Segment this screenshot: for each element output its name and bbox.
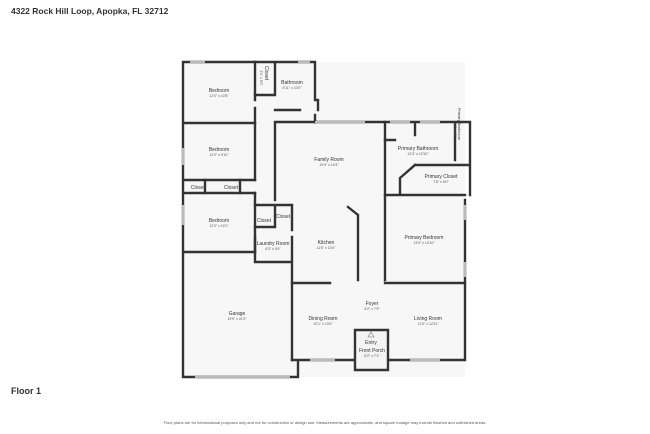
room-dims: 19'4" x 14'4" <box>319 163 339 167</box>
room-name: Closet <box>257 218 272 224</box>
room-labels: Bedroom 12'0" x 10'5" Closet 3'1" x 6'0"… <box>191 66 462 358</box>
room-dims: 19'9" x 21'2" <box>227 317 247 321</box>
room-name: Primary Bathroom <box>457 108 462 141</box>
room-name: Laundry Room <box>257 241 290 247</box>
entry-marker-icon <box>367 331 375 338</box>
room-dims: 12'0" x 10'5" <box>209 94 229 98</box>
room-name: Bedroom <box>209 88 229 94</box>
windows <box>182 61 466 378</box>
room-name: Closet <box>276 214 291 220</box>
room-name: Primary Bathroom <box>398 146 438 152</box>
page-title: 4322 Rock Hill Loop, Apopka, FL 32712 <box>11 6 169 16</box>
room-name: Kitchen <box>318 240 335 246</box>
room-dims: 6'2" x 7'1" <box>364 354 380 358</box>
room-name: Family Room <box>314 157 343 163</box>
room-name: Entry <box>365 340 377 346</box>
room-name: Closet <box>263 66 269 81</box>
room-dims: 13'3" x 14'10" <box>413 241 435 245</box>
room-name: Dining Room <box>309 316 338 322</box>
room-name: Bedroom <box>209 218 229 224</box>
room-name: Bedroom <box>209 147 229 153</box>
room-dims: 6'3" x 5'6" <box>265 247 281 251</box>
room-dims: 10'1" x 13'0" <box>313 322 333 326</box>
room-dims: 3'1" x 6'0" <box>259 70 263 86</box>
room-name: Bathroom <box>281 80 303 86</box>
room-dims: 2'1" x 6'0" <box>453 122 457 138</box>
room-dims: 11'6" x 13'4" <box>317 246 337 250</box>
disclaimer: Floor plans are for informational purpos… <box>163 420 487 425</box>
room-dims: 12'0" x 10'1" <box>209 224 229 228</box>
floor-area-a <box>183 62 465 377</box>
room-dims: 6'11" x 10'0" <box>283 86 303 90</box>
porch-area <box>355 330 388 370</box>
room-fills <box>183 62 465 377</box>
room-name: Living Room <box>414 316 442 322</box>
floor-label: Floor 1 <box>11 386 42 396</box>
room-dims: 13'3" x 12'10" <box>407 152 429 156</box>
room-name: Primary Bedroom <box>405 235 444 241</box>
room-dims: 7'8" x 6'0" <box>433 180 449 184</box>
room-dims: 12'4" x 12'11" <box>418 322 440 326</box>
room-name: Garage <box>229 311 246 317</box>
room-dims: 12'0" x 9'10" <box>209 153 229 157</box>
room-name: Front Porch <box>359 348 385 354</box>
room-name: Closet <box>191 185 206 191</box>
room-name: Primary Closet <box>425 174 458 180</box>
room-dims: 6'2" x 7'9" <box>364 307 380 311</box>
room-name: Foyer <box>366 301 379 307</box>
room-name: Closet <box>224 185 239 191</box>
